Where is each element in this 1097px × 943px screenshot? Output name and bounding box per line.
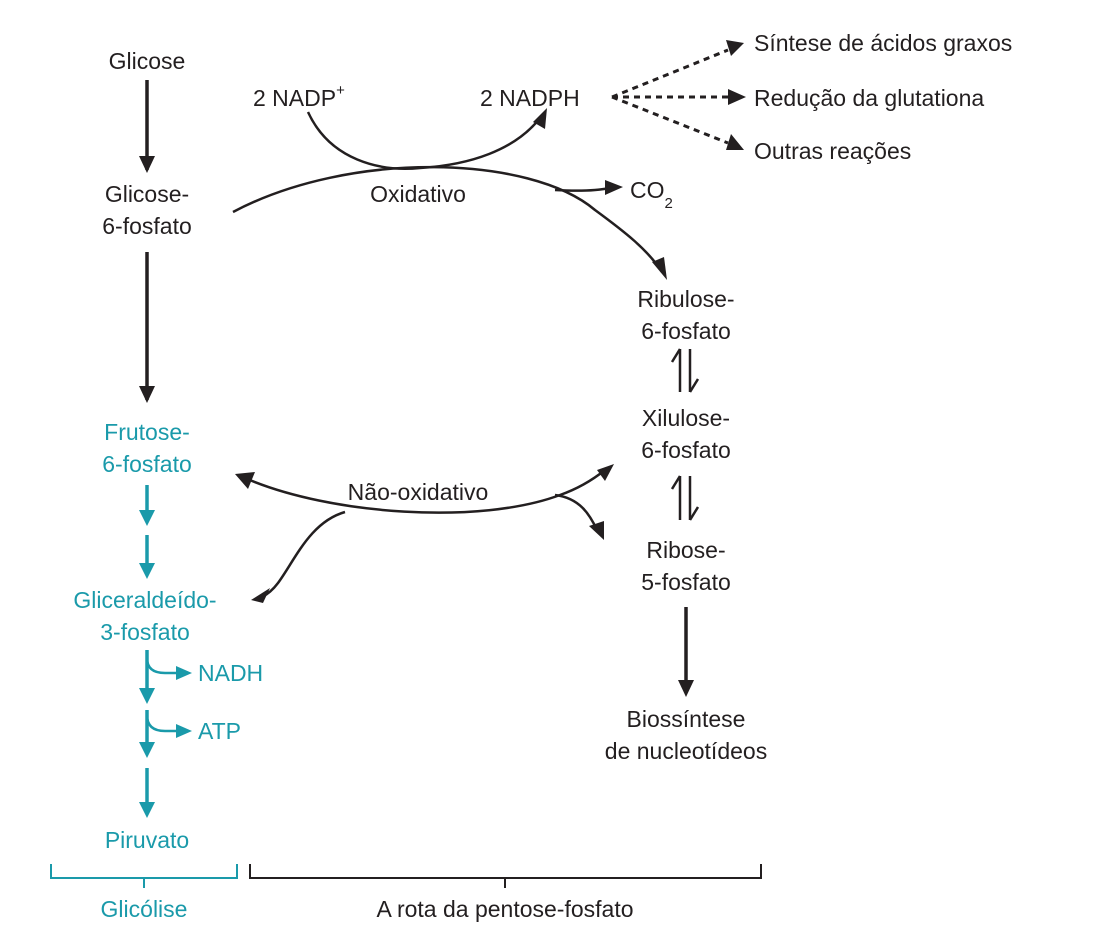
arrowhead-nonox-f6p [235,472,255,489]
arc-nonoxidative [244,469,606,514]
arrowhead-glicose-g6p [139,156,155,173]
arrowhead-nonox-xu5p [597,464,614,481]
equilibrium-ru5p-xu5p [670,348,700,393]
phase-label-oxidative: Oxidativo [370,181,466,207]
arc-nadp-nadph [306,111,541,170]
bracket-label-glycolysis: Glicólise [100,896,188,922]
arrowhead-oxidative [652,257,667,280]
node-ribose-5-fosfato: Ribose-5-fosfato [641,537,731,595]
node-piruvato: Piruvato [104,827,190,853]
arrowhead-co2 [605,180,623,195]
product-co2: CO2 [630,177,673,212]
arc-oxidative [232,165,664,273]
product-atp: ATP [198,718,242,744]
arc-nonox-gap [261,510,346,599]
nadph-use-other-reactions: Outras reações [754,138,912,164]
nadph-use-heads [726,40,746,150]
arc-nonox-r5p [554,493,599,531]
arrowhead-r5p-biosynth [678,680,694,697]
node-ribulose-6-fosfato: Ribulose-6-fosfato [637,286,735,344]
cofactor-nadp: 2 NADP+ [253,82,345,111]
node-glicose: Glicose [108,48,186,74]
arrowhead-nonox-gap [251,588,270,603]
cofactor-nadph: 2 NADPH [480,85,580,111]
node-gliceraldeido-3-fosfato: Gliceraldeído-3-fosfato [73,587,217,645]
equilibrium-xu5p-r5p [670,475,700,521]
nadph-use-fatty-acid-synthesis: Síntese de ácidos graxos [754,30,1013,56]
nadph-use-glutathione-reduction: Redução da glutationa [754,85,985,111]
node-frutose-6-fosfato: Frutose-6-fosfato [102,419,192,477]
pentose-bracket [249,864,762,888]
arrowhead-nonox-r5p [589,521,604,540]
product-nadh: NADH [198,660,264,686]
bracket-label-pentose-pathway: A rota da pentose-fosfato [376,896,634,922]
arc-co2 [554,186,611,192]
phase-label-nonoxidative: Não-oxidativo [347,479,489,505]
glycolysis-bracket [50,864,238,888]
glycolysis-arrows [139,485,192,818]
arrowhead-g6p-f6p [139,386,155,403]
node-xilulose-6-fosfato: Xilulose-6-fosfato [641,405,731,463]
nadph-use-arrows [611,48,729,145]
node-glicose-6-fosfato: Glicose-6-fosfato [102,181,192,239]
arrowhead-nadph [533,108,547,129]
